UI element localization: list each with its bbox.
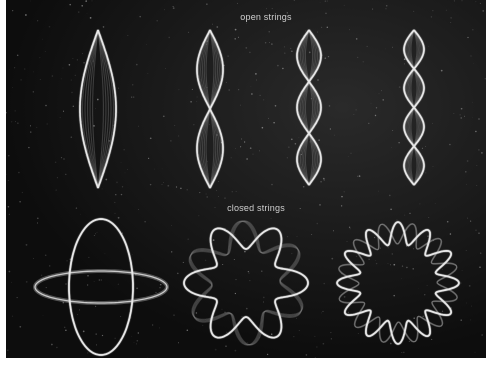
background (6, 0, 486, 358)
string-modes-canvas (6, 0, 486, 358)
closed-strings-label: closed strings (16, 203, 486, 213)
open-strings-label: open strings (26, 12, 486, 22)
string-modes-figure: open strings closed strings (6, 0, 486, 358)
